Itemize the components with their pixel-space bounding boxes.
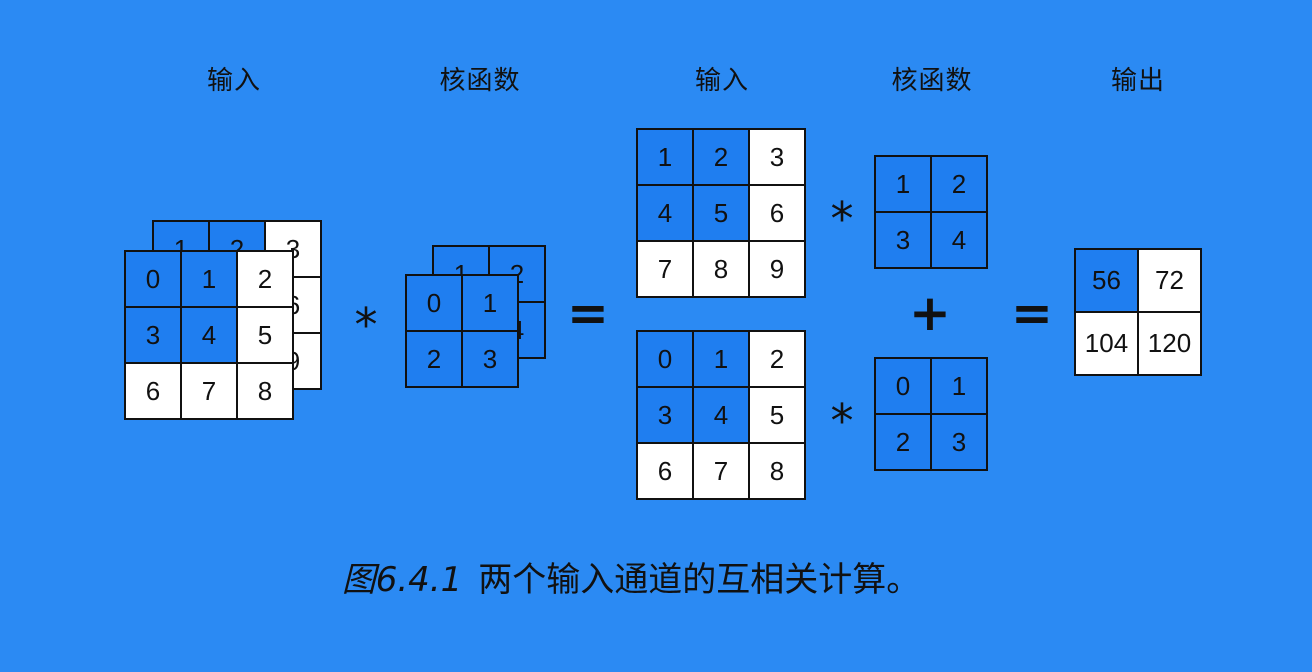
matrix-cell: 3 [930, 413, 988, 471]
matrix-cell: 1 [874, 155, 932, 213]
matrix-cell: 8 [236, 362, 294, 420]
plus-operator: + [909, 284, 951, 342]
matrix-cell: 3 [748, 128, 806, 186]
matrix-cell: 3 [874, 211, 932, 269]
matrix-cell: 1 [930, 357, 988, 415]
conv-operator-bottom: * [830, 394, 854, 448]
matrix-cell: 0 [405, 274, 463, 332]
figure-number: 图6.4.1 [341, 560, 463, 600]
matrix-cell: 6 [124, 362, 182, 420]
matrix-cell: 56 [1074, 248, 1139, 313]
matrix-cell: 4 [930, 211, 988, 269]
matrix-cell: 2 [405, 330, 463, 388]
label-output: 输出 [1110, 66, 1165, 96]
matrix-cell: 2 [874, 413, 932, 471]
matrix-cell: 2 [692, 128, 750, 186]
matrix-cell: 8 [692, 240, 750, 298]
matrix-cell: 4 [692, 386, 750, 444]
conv-operator-left: * [354, 298, 378, 352]
matrix-cell: 1 [636, 128, 694, 186]
caption-text: 两个输入通道的互相关计算。 [478, 560, 921, 600]
label-kernel-left: 核函数 [439, 66, 521, 96]
matrix-cell: 6 [748, 184, 806, 242]
matrix-cell: 104 [1074, 311, 1139, 376]
matrix-cell: 5 [236, 306, 294, 364]
matrix-cell: 5 [748, 386, 806, 444]
equals-operator-left: = [567, 284, 609, 342]
matrix-cell: 4 [180, 306, 238, 364]
matrix-cell: 9 [748, 240, 806, 298]
matrix-cell: 6 [636, 442, 694, 500]
matrix-cell: 120 [1137, 311, 1202, 376]
matrix-cell: 8 [748, 442, 806, 500]
label-input-left: 输入 [206, 66, 261, 96]
matrix-cell: 1 [692, 330, 750, 388]
matrix-cell: 3 [461, 330, 519, 388]
matrix-cell: 7 [636, 240, 694, 298]
label-kernel-right: 核函数 [891, 66, 973, 96]
figure-caption: 图6.4.1 两个输入通道的互相关计算。 [0, 552, 1262, 601]
matrix-cell: 5 [692, 184, 750, 242]
matrix-cell: 2 [748, 330, 806, 388]
matrix-cell: 2 [236, 250, 294, 308]
matrix-cell: 72 [1137, 248, 1202, 313]
equals-operator-right: = [1011, 284, 1053, 342]
matrix-cell: 1 [461, 274, 519, 332]
matrix-cell: 0 [636, 330, 694, 388]
matrix-cell: 7 [692, 442, 750, 500]
matrix-cell: 1 [180, 250, 238, 308]
matrix-cell: 3 [636, 386, 694, 444]
matrix-cell: 0 [874, 357, 932, 415]
matrix-cell: 7 [180, 362, 238, 420]
matrix-cell: 3 [124, 306, 182, 364]
matrix-cell: 0 [124, 250, 182, 308]
label-input-right: 输入 [694, 66, 749, 96]
matrix-cell: 4 [636, 184, 694, 242]
matrix-cell: 2 [930, 155, 988, 213]
conv-operator-top: * [830, 192, 854, 246]
